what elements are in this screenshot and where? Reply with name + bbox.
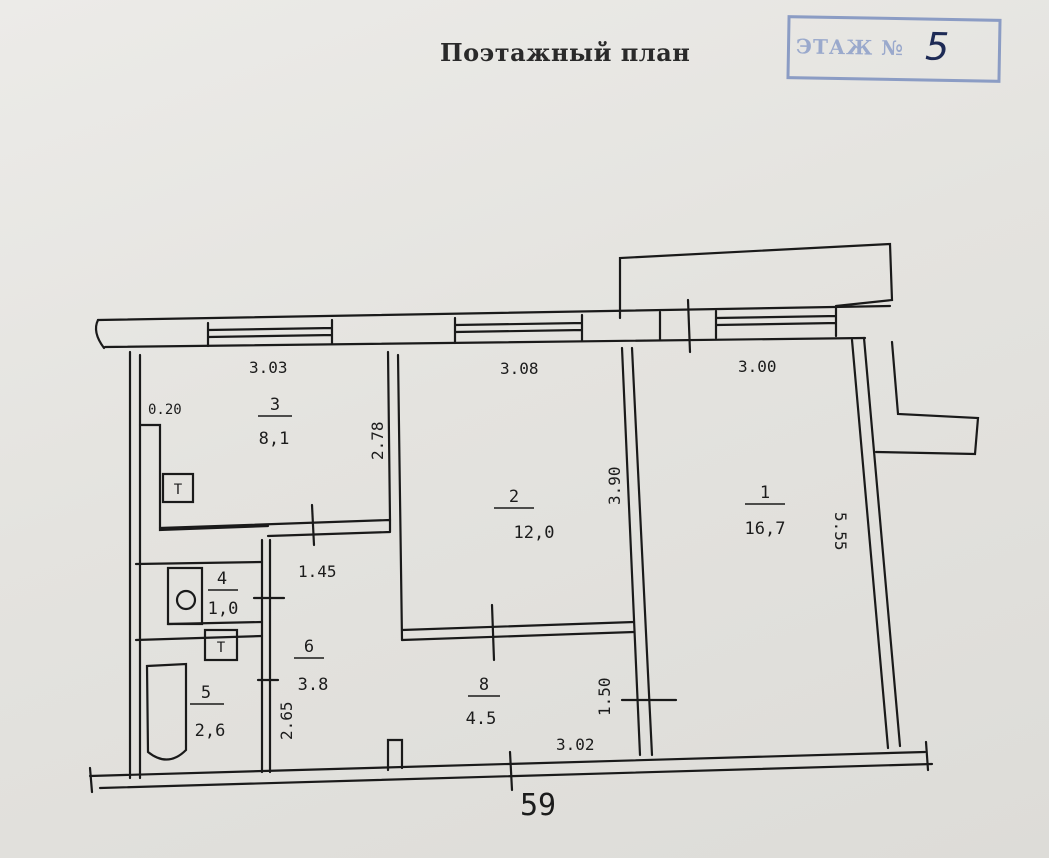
room4-area: 1,0 [208, 599, 239, 619]
outer-wall-bottom [88, 750, 934, 790]
dim-hall: 2.65 [277, 701, 296, 740]
window-room1 [714, 306, 838, 340]
boiler-fixture [166, 566, 204, 626]
room5-number: 5 [201, 683, 211, 703]
sink-fixture [203, 628, 239, 662]
room1-area: 16,7 [745, 519, 786, 539]
wall-room3-room2 [386, 350, 404, 642]
window-room2 [453, 313, 584, 345]
dim-depth-room2: 3.90 [605, 466, 624, 505]
sink-symbol: Т [217, 640, 226, 656]
room5-area: 2,6 [195, 721, 226, 741]
room3-number: 3 [270, 395, 280, 415]
dim-width-room1: 3.00 [738, 357, 777, 376]
plan-title: Поэтажный план [440, 38, 691, 67]
room3-area: 8,1 [259, 429, 290, 449]
dim-corridor: 1.45 [298, 562, 337, 581]
dim-depth-room3: 2.78 [368, 421, 387, 460]
dim-entrance: 1.50 [595, 677, 614, 716]
toilet-symbol: Т [174, 482, 183, 498]
room8-number: 8 [479, 675, 489, 695]
apartment-number: 59 [520, 788, 556, 823]
room6-area: 3.8 [298, 675, 329, 695]
outer-wall-right [850, 336, 902, 750]
room1-number: 1 [760, 483, 770, 503]
window-room3 [206, 318, 334, 348]
toilet-fixture [161, 472, 195, 504]
wall-room2-room1 [620, 346, 654, 757]
dim-wall: 0.20 [148, 402, 182, 418]
room2-number: 2 [509, 487, 519, 507]
dim-depth-room1: 5.55 [831, 512, 850, 551]
entrance-door [386, 738, 404, 772]
dim-width-room2: 3.08 [500, 359, 539, 378]
balcony-outline [618, 242, 894, 320]
outer-wall-top [96, 304, 892, 349]
dim-width-room3: 3.03 [249, 358, 288, 377]
bathtub-fixture [145, 662, 188, 761]
room4-number: 4 [217, 569, 227, 589]
dim-hall-width: 3.02 [556, 735, 595, 754]
room6-number: 6 [304, 637, 314, 657]
room2-area: 12,0 [514, 523, 555, 543]
room8-area: 4.5 [466, 709, 497, 729]
wall-bathroom [134, 560, 264, 642]
